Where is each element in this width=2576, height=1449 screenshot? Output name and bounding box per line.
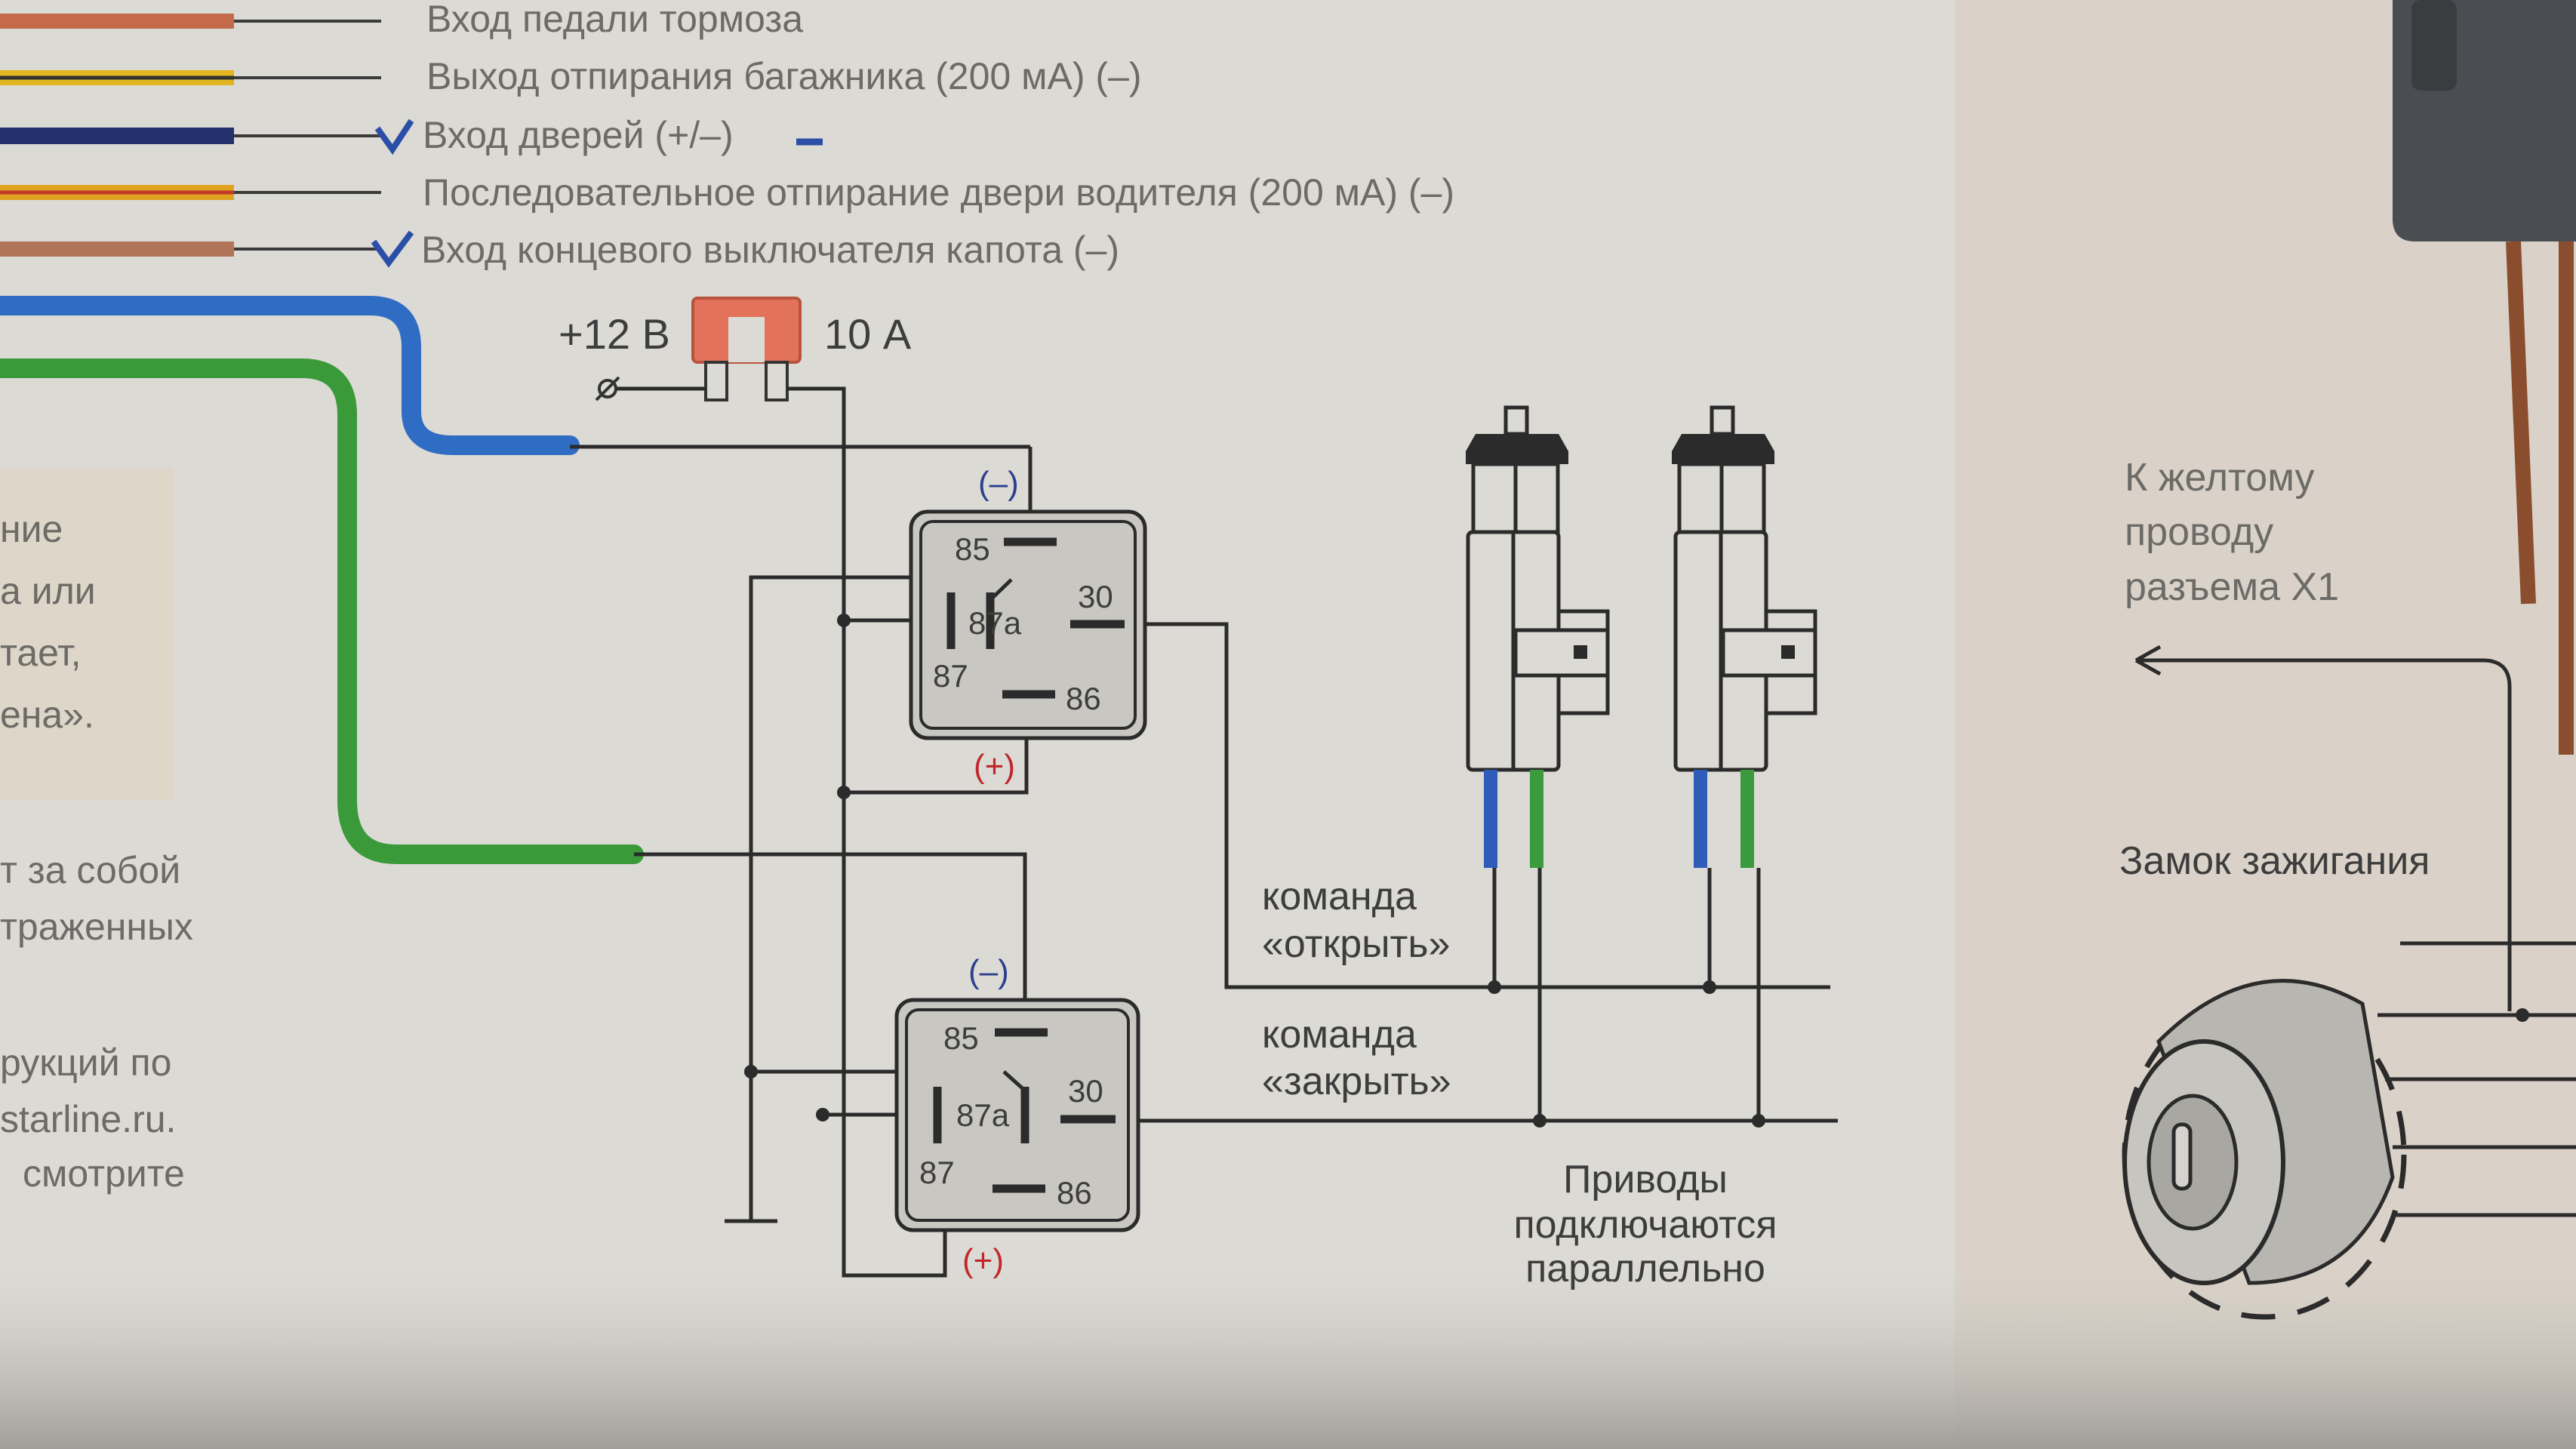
green-wire	[0, 358, 644, 864]
relay-bottom-pin-87a: 87a	[956, 1097, 1010, 1133]
wire-door-input: Вход дверей (+/–)	[0, 114, 823, 156]
wire-brake-pedal: Вход педали тормоза	[0, 0, 803, 40]
relay-bottom-plus: (+)	[962, 1242, 1004, 1279]
bottom-shadow	[0, 1268, 2576, 1449]
left-note-box	[0, 468, 174, 800]
wire-label-doors: Вход дверей (+/–)	[423, 114, 734, 156]
command-open-line2: «открыть»	[1262, 922, 1450, 966]
key-slot-icon	[2171, 1122, 2193, 1191]
fragment: тает,	[0, 632, 82, 674]
fragment: рукций по	[0, 1041, 171, 1084]
relay-top-pin-86: 86	[1066, 681, 1101, 716]
fuse-rating: 10 А	[824, 310, 912, 358]
left-text-fragments: ние а или тает, ена». т за собой траженн…	[0, 508, 193, 1195]
yellow-note-line1: К желтому	[2125, 456, 2315, 500]
relay-top-minus: (–)	[978, 465, 1019, 502]
yellow-note-line3: разъема X1	[2125, 565, 2339, 609]
wire-label-brake: Вход педали тормоза	[426, 0, 803, 40]
actuator-head-icon	[1466, 434, 1568, 464]
wire-label-trunk: Выход отпирания багажника (200 мА) (–)	[426, 55, 1142, 97]
wire-label-driver-door: Последовательное отпирание двери водител…	[423, 171, 1454, 214]
command-open-line1: команда	[1262, 875, 1417, 918]
fuse-voltage: +12 В	[559, 310, 670, 358]
fuse: +12 В 10 А	[559, 297, 912, 401]
relay-top: (–) 85 87a 30 87 86 (+)	[909, 465, 1147, 785]
yellow-note-line2: проводу	[2125, 510, 2273, 554]
actuators-note: Приводы подключаются параллельно	[1513, 1158, 1777, 1291]
fragment: ние	[0, 508, 63, 550]
relay-top-plus: (+)	[974, 748, 1015, 785]
relay-top-pin-87: 87	[933, 658, 968, 694]
relay-bottom-body	[894, 998, 1140, 1232]
actuator-1	[1466, 405, 1610, 1121]
relay-top-pin-87a: 87a	[968, 605, 1022, 641]
actuator-head-icon	[1672, 434, 1774, 464]
command-labels: команда «открыть» команда «закрыть»	[1262, 875, 1451, 1103]
fragment: смотрите	[23, 1152, 185, 1195]
fragment: starline.ru.	[0, 1098, 176, 1140]
alarm-unit	[2393, 0, 2576, 755]
check-mark-icon	[371, 230, 414, 268]
note-line1: Приводы	[1563, 1158, 1728, 1201]
ignition-label: Замок зажигания	[2119, 839, 2430, 883]
yellow-wire-note: К желтому проводу разъема X1	[2125, 456, 2512, 1011]
wire-legend: Вход педали тормоза Выход отпирания бага…	[0, 0, 1454, 271]
relay-bottom-pin-85: 85	[943, 1020, 979, 1056]
note-line3: параллельно	[1525, 1247, 1765, 1291]
wire-driver-door: Последовательное отпирание двери водител…	[0, 171, 1454, 214]
ignition-switch: Замок зажигания	[2119, 839, 2576, 1320]
command-close-line2: «закрыть»	[1262, 1060, 1451, 1103]
check-mark-icon	[374, 118, 414, 155]
fragment: траженных	[0, 906, 193, 948]
relay-bottom-pin-30: 30	[1068, 1073, 1103, 1109]
relay-bottom: (–) 85 87a 30 87 86 (+)	[894, 953, 1140, 1279]
relay-top-body	[909, 509, 1147, 740]
wire-label-hood: Вход концевого выключателя капота (–)	[421, 229, 1119, 271]
actuator-2	[1672, 405, 1817, 1121]
fragment: а или	[0, 570, 96, 612]
relay-bottom-pin-86: 86	[1057, 1175, 1092, 1211]
fragment: т за собой	[0, 849, 180, 891]
relay-top-pin-30: 30	[1078, 579, 1113, 614]
relay-top-pin-85: 85	[955, 531, 990, 567]
note-line2: подключаются	[1513, 1203, 1777, 1247]
relay-bottom-pin-87: 87	[919, 1155, 955, 1190]
wire-hood-switch: Вход концевого выключателя капота (–)	[0, 229, 1119, 271]
junction-dots	[744, 614, 1765, 1128]
relay-bottom-minus: (–)	[968, 953, 1009, 990]
arrow-left-icon	[2134, 645, 2162, 676]
fragment: ена».	[0, 694, 94, 736]
command-close-line1: команда	[1262, 1013, 1417, 1057]
wire-trunk-output: Выход отпирания багажника (200 мА) (–)	[0, 55, 1142, 97]
blue-wire	[0, 296, 580, 455]
